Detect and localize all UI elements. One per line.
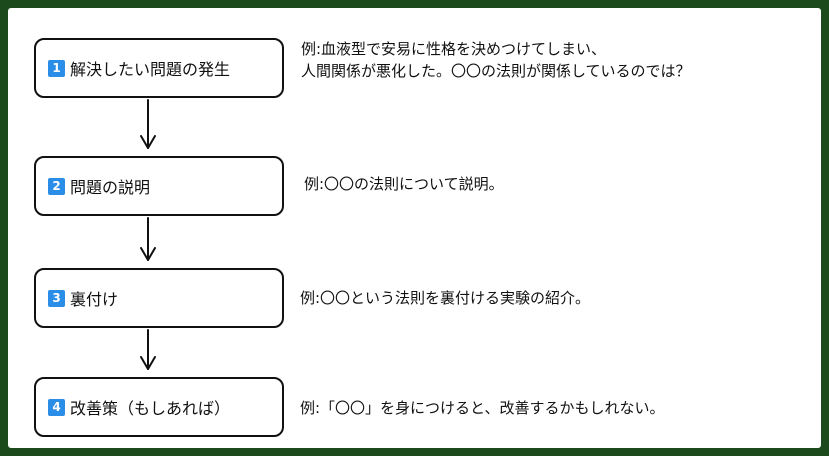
- step-number-badge-2: 2: [48, 177, 65, 195]
- arrow-3-to-4: [140, 329, 156, 370]
- diagram-board: 1 解決したい問題の発生 例:血液型で安易に性格を決めつけてしまい、 人間関係が…: [8, 8, 821, 448]
- step-label-1: 解決したい問題の発生: [70, 60, 231, 79]
- step-number-badge-1: 1: [48, 59, 65, 77]
- step-box-1: 1 解決したい問題の発生: [34, 38, 284, 98]
- step-label-4: 改善策（もしあれば）: [70, 399, 231, 418]
- arrow-2-to-3: [140, 217, 156, 261]
- flow-arrows: [140, 99, 156, 370]
- step-example-1-line-1: 例:血液型で安易に性格を決めつけてしまい、: [301, 40, 607, 58]
- step-example-1: 例:血液型で安易に性格を決めつけてしまい、 人間関係が悪化した。〇〇の法則が関係…: [301, 38, 691, 82]
- step-label-3: 裏付け: [70, 290, 119, 309]
- step-box-3: 3 裏付け: [34, 268, 284, 328]
- arrow-1-to-2: [140, 99, 156, 149]
- step-example-3: 例:〇〇という法則を裏付ける実験の紹介。: [300, 287, 590, 309]
- step-example-3-line-1: 例:〇〇という法則を裏付ける実験の紹介。: [300, 289, 591, 307]
- step-box-4: 4 改善策（もしあれば）: [34, 377, 284, 437]
- step-number-badge-4: 4: [48, 398, 65, 416]
- step-example-4-line-1: 例:「〇〇」を身につけると、改善するかもしれない。: [300, 399, 665, 417]
- step-example-2: 例:〇〇の法則について説明。: [304, 173, 504, 195]
- step-example-1-line-2: 人間関係が悪化した。〇〇の法則が関係しているのでは？: [301, 62, 691, 80]
- step-number-badge-3: 3: [48, 289, 65, 307]
- step-example-4: 例:「〇〇」を身につけると、改善するかもしれない。: [300, 397, 664, 419]
- step-box-2: 2 問題の説明: [34, 156, 284, 216]
- step-example-2-line-1: 例:〇〇の法則について説明。: [304, 175, 504, 193]
- step-label-2: 問題の説明: [70, 178, 151, 197]
